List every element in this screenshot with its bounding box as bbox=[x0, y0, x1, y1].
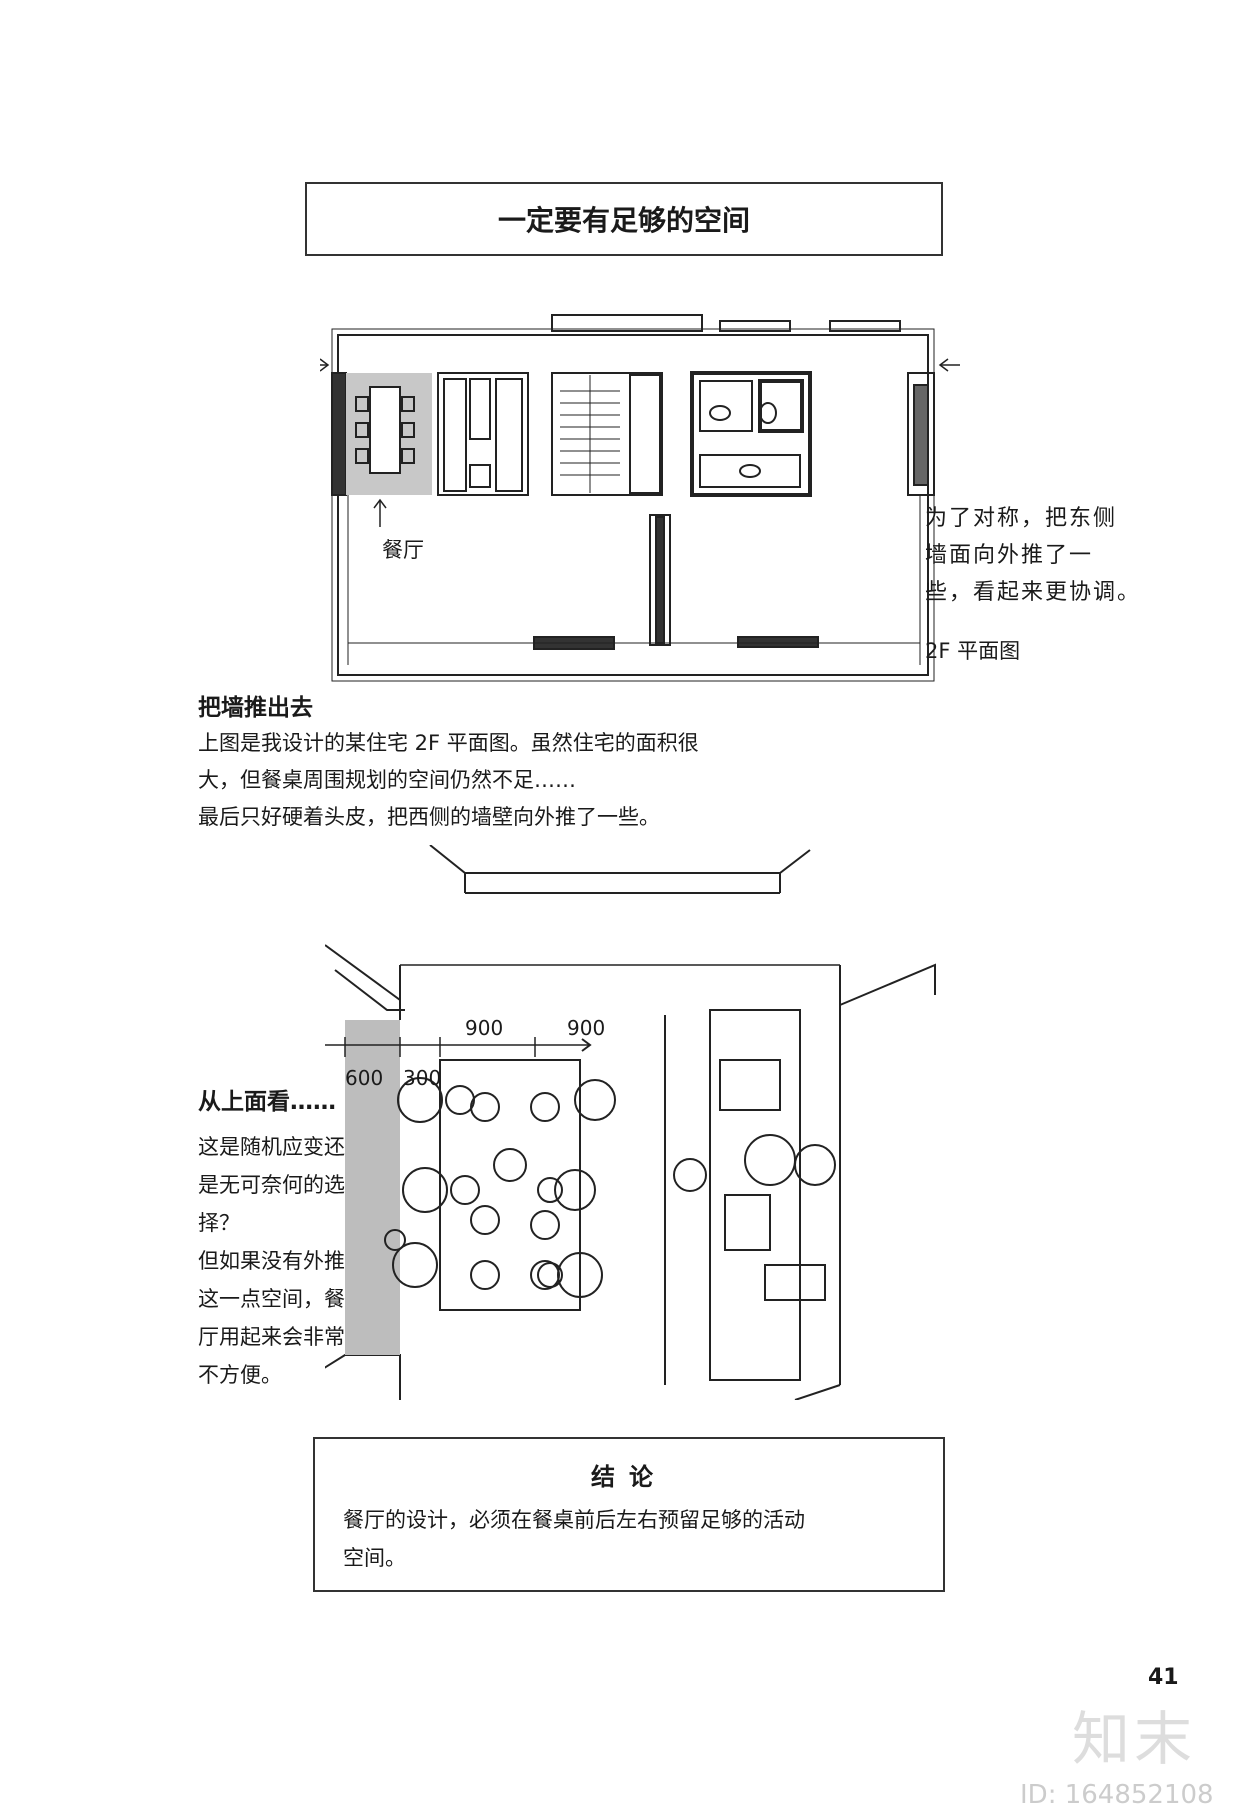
plan-caption: 2F 平面图 bbox=[925, 639, 1021, 663]
dimension-900-b: 900 bbox=[567, 1016, 605, 1040]
floor-plan-drawing: 餐厅 bbox=[320, 314, 960, 682]
paragraph-line: 上图是我设计的某住宅 2F 平面图。虽然住宅的面积很 bbox=[198, 731, 699, 755]
conclusion-box: 结论 餐厅的设计，必须在餐桌前后左右预留足够的活动 空间。 bbox=[313, 1437, 945, 1592]
section-paragraph: 上图是我设计的某住宅 2F 平面图。虽然住宅的面积很 大，但餐桌周围规划的空间仍… bbox=[198, 725, 918, 836]
east-note-line: 墙面向外推了一 bbox=[925, 543, 1094, 568]
page-title: 一定要有足够的空间 bbox=[497, 204, 750, 237]
pushed-out-area bbox=[345, 1020, 400, 1355]
side-note-line: 是无可奈何的选 bbox=[198, 1173, 345, 1197]
side-note-line: 但如果没有外推 bbox=[198, 1249, 345, 1273]
east-note-line: 些，看起来更协调。 bbox=[925, 580, 1142, 605]
page-title-box: 一定要有足够的空间 bbox=[305, 182, 943, 256]
conclusion-line: 空间。 bbox=[343, 1546, 406, 1570]
dimension-900-a: 900 bbox=[465, 1016, 503, 1040]
paragraph-line: 最后只好硬着头皮，把西侧的墙壁向外推了一些。 bbox=[198, 805, 660, 829]
east-note-line: 为了对称，把东侧 bbox=[925, 506, 1118, 531]
side-note-line: 这是随机应变还 bbox=[198, 1135, 345, 1159]
dining-label: 餐厅 bbox=[382, 538, 424, 562]
side-note-line: 厅用起来会非常 bbox=[198, 1325, 345, 1349]
side-note-line: 不方便。 bbox=[198, 1363, 282, 1387]
side-note-line: 择？ bbox=[198, 1211, 240, 1235]
watermark-logo: 知末 bbox=[1072, 1705, 1197, 1773]
watermark-id: ID: 164852108 bbox=[1020, 1780, 1214, 1810]
conclusion-line: 餐厅的设计，必须在餐桌前后左右预留足够的活动 bbox=[343, 1508, 805, 1532]
paragraph-line: 大，但餐桌周围规划的空间仍然不足…… bbox=[198, 768, 576, 792]
perspective-drawing: 600 300 900 900 bbox=[325, 845, 936, 1400]
conclusion-title: 结论 bbox=[591, 1463, 667, 1491]
dimension-600: 600 bbox=[345, 1066, 383, 1090]
dimension-300: 300 bbox=[403, 1066, 441, 1090]
conclusion-text: 餐厅的设计，必须在餐桌前后左右预留足够的活动 空间。 bbox=[343, 1501, 923, 1577]
side-note-line: 这一点空间，餐 bbox=[198, 1287, 345, 1311]
section-heading: 把墙推出去 bbox=[198, 695, 313, 721]
side-note-heading: 从上面看…… bbox=[198, 1089, 336, 1115]
east-wall-note: 为了对称，把东侧 墙面向外推了一 些，看起来更协调。 bbox=[925, 500, 1155, 611]
side-note-text: 这是随机应变还 是无可奈何的选 择？ 但如果没有外推 这一点空间，餐 厅用起来会… bbox=[198, 1128, 383, 1394]
plan-outline bbox=[337, 334, 929, 676]
page-number: 41 bbox=[1148, 1665, 1179, 1690]
